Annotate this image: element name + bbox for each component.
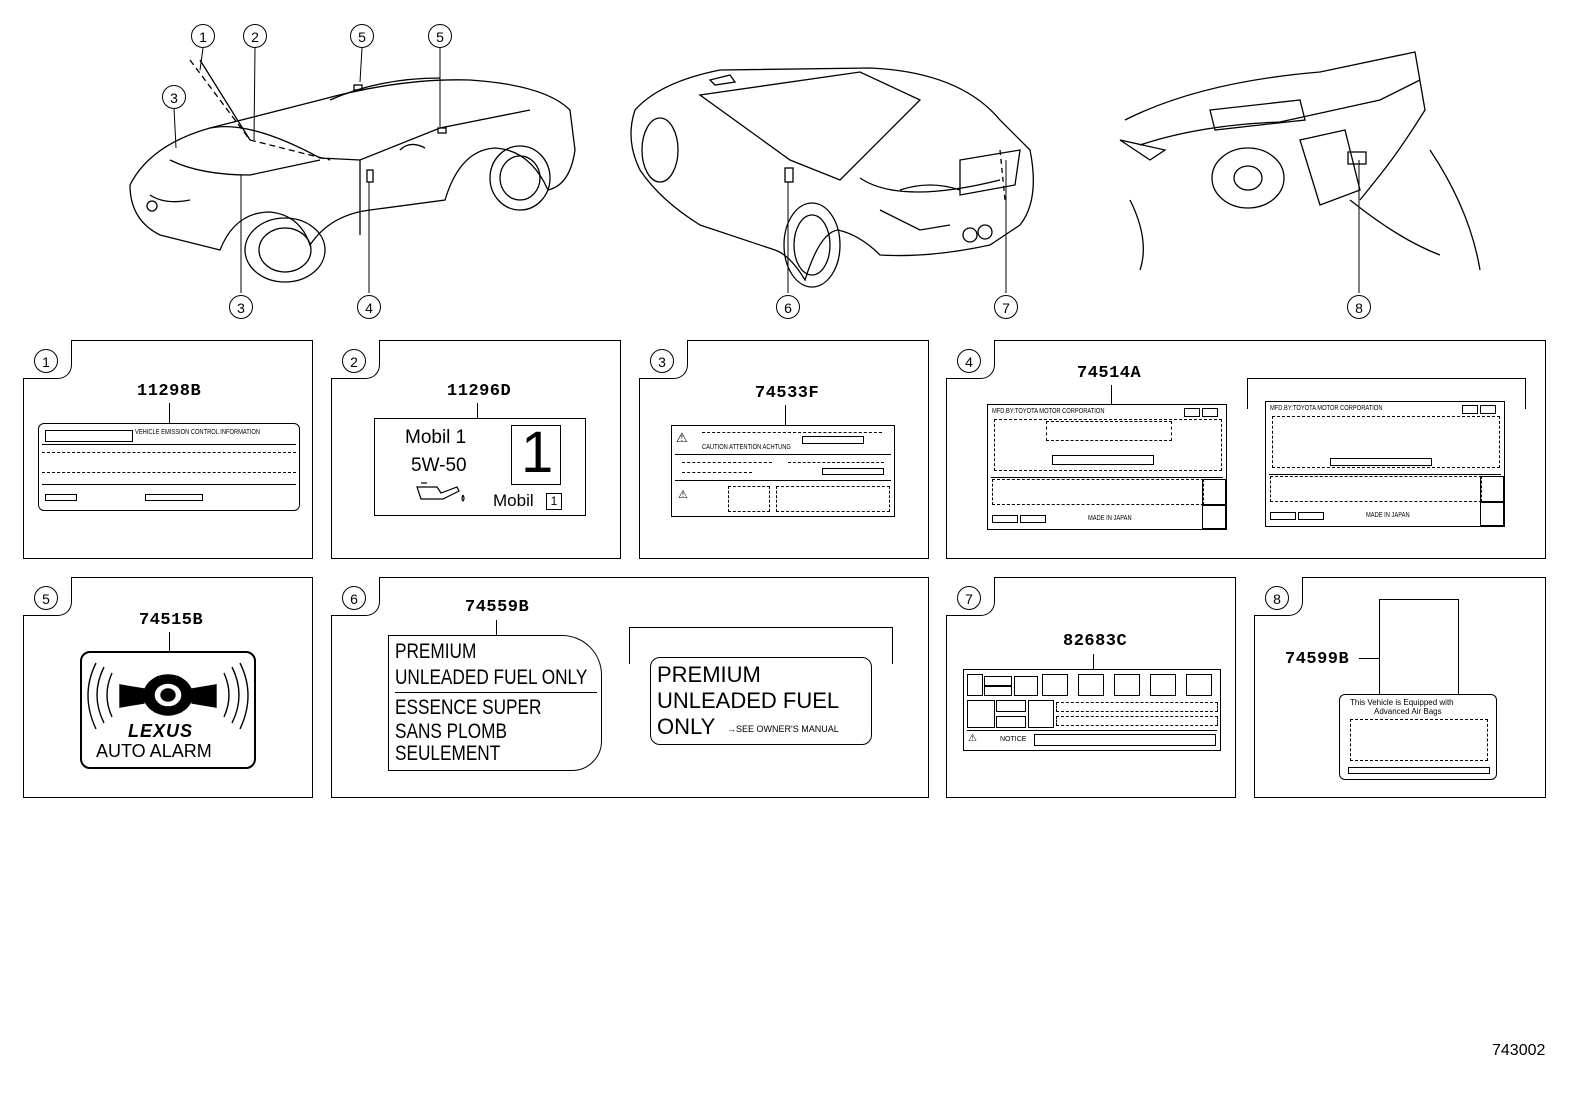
alarm-text: AUTO ALARM	[96, 741, 212, 761]
leader-lines	[173, 47, 1360, 293]
caution-text: CAUTION ATTENTION ACHTUNG	[702, 444, 791, 451]
callout-7: 7	[994, 295, 1018, 319]
fuel-label-alt: PREMIUM UNLEADED FUEL ONLY →SEE OWNER'S …	[650, 657, 872, 745]
panel-number: 4	[957, 349, 981, 373]
emission-label: VEHICLE EMISSION CONTROL INFORMATION	[38, 423, 300, 511]
fuel-alt-line-1: PREMIUM	[657, 662, 761, 687]
car-front-view	[129, 59, 576, 283]
fuel-alt-line-2: UNLEADED FUEL	[657, 688, 840, 713]
part-number: 11296D	[447, 382, 512, 401]
oil-brand: Mobil 1	[405, 427, 467, 448]
made-in-text: MADE IN JAPAN	[1366, 512, 1410, 519]
notice-text: NOTICE	[1000, 736, 1027, 743]
mobil-box: 1	[546, 493, 562, 510]
hazard-icon: ⚠	[678, 489, 688, 501]
part-number: 82683C	[1063, 632, 1128, 651]
panel-number: 7	[957, 586, 981, 610]
oil-label: Mobil 1 5W-50 1 Mobil 1	[374, 418, 586, 516]
fuel-line-4: SANS PLOMB	[395, 720, 507, 743]
mfd-text: MFD.BY:TOYOTA MOTOR CORPORATION	[1270, 405, 1383, 412]
airbag-line-1: This Vehicle is Equipped with	[1350, 698, 1454, 707]
part-number: 74533F	[755, 384, 820, 403]
panel-1: 1 11298B VEHICLE EMISSION CONTROL INFORM…	[23, 340, 313, 559]
panel-6: 6 74559B PREMIUM UNLEADED FUEL ONLY ESSE…	[331, 577, 929, 798]
fuel-line-5: SEULEMENT	[395, 742, 501, 765]
panel-5: 5 74515B LEXUS AUTO ALARM	[23, 577, 313, 798]
callout-3: 3	[162, 85, 186, 109]
made-in-text: MADE IN JAPAN	[1088, 515, 1132, 522]
callout-5: 5	[350, 24, 374, 48]
callout-3: 3	[229, 295, 253, 319]
big-digit: 1	[521, 420, 554, 485]
lexus-logo: LEXUS	[128, 721, 194, 741]
panel-4: 4 74514A MFD.BY:TOYOTA MOTOR CORPORATION…	[946, 340, 1546, 559]
label-header: VEHICLE EMISSION CONTROL INFORMATION	[135, 429, 261, 436]
fuel-label: PREMIUM UNLEADED FUEL ONLY ESSENCE SUPER…	[388, 635, 602, 771]
dashboard-view	[1119, 51, 1481, 271]
panel-number: 2	[342, 349, 366, 373]
diagram-id: 743002	[1492, 1042, 1546, 1059]
part-number: 74559B	[465, 598, 530, 617]
warning-icon: ⚠	[676, 430, 688, 445]
panel-number: 8	[1265, 586, 1289, 610]
vin-label: MFD.BY:TOYOTA MOTOR CORPORATION MADE IN …	[987, 404, 1227, 530]
vehicle-illustrations	[129, 47, 1481, 293]
callout-6: 6	[776, 295, 800, 319]
panel-8: 8 74599B This Vehicle is Equipped with A…	[1254, 577, 1546, 798]
panel-number: 6	[342, 586, 366, 610]
panel-number: 1	[34, 349, 58, 373]
callout-5: 5	[428, 24, 452, 48]
mobil-brand: Mobil	[493, 491, 534, 510]
panel-number: 3	[650, 349, 674, 373]
fuel-line-1: PREMIUM	[395, 640, 477, 663]
part-number: 74514A	[1077, 364, 1142, 383]
fuel-line-3: ESSENCE SUPER	[395, 696, 542, 719]
part-number: 74515B	[139, 611, 204, 630]
warning-icon: ⚠	[968, 733, 977, 744]
callout-2: 2	[243, 24, 267, 48]
owners-manual-note: →SEE OWNER'S MANUAL	[727, 724, 839, 734]
callout-8: 8	[1347, 295, 1371, 319]
oil-can-icon	[416, 482, 465, 502]
vin-label-alt: MFD.BY:TOYOTA MOTOR CORPORATION MADE IN …	[1265, 401, 1505, 527]
caution-label: ⚠ CAUTION ATTENTION ACHTUNG ⚠	[671, 425, 895, 517]
fuel-line-2: UNLEADED FUEL ONLY	[395, 666, 588, 689]
alarm-label: LEXUS AUTO ALARM	[80, 651, 256, 769]
fuel-alt-line-3: ONLY	[657, 714, 716, 739]
panel-3: 3 74533F ⚠ CAUTION ATTENTION ACHTUNG ⚠	[639, 340, 929, 559]
airbag-label: This Vehicle is Equipped with Advanced A…	[1339, 694, 1497, 780]
callout-4: 4	[357, 295, 381, 319]
oil-grade: 5W-50	[411, 455, 467, 476]
panel-2: 2 11296D Mobil 1 5W-50 1 Mobil 1	[331, 340, 621, 559]
mfd-text: MFD.BY:TOYOTA MOTOR CORPORATION	[992, 408, 1105, 415]
part-number: 74599B	[1285, 650, 1350, 669]
panel-7: 7 82683C ⚠ NOTICE	[946, 577, 1236, 798]
airbag-line-2: Advanced Air Bags	[1374, 707, 1442, 716]
car-rear-view	[630, 67, 1034, 288]
panel-number: 5	[34, 586, 58, 610]
alarm-icon	[87, 662, 249, 730]
fuse-label: ⚠ NOTICE	[963, 669, 1221, 751]
callout-1: 1	[191, 24, 215, 48]
part-number: 11298B	[137, 382, 202, 401]
